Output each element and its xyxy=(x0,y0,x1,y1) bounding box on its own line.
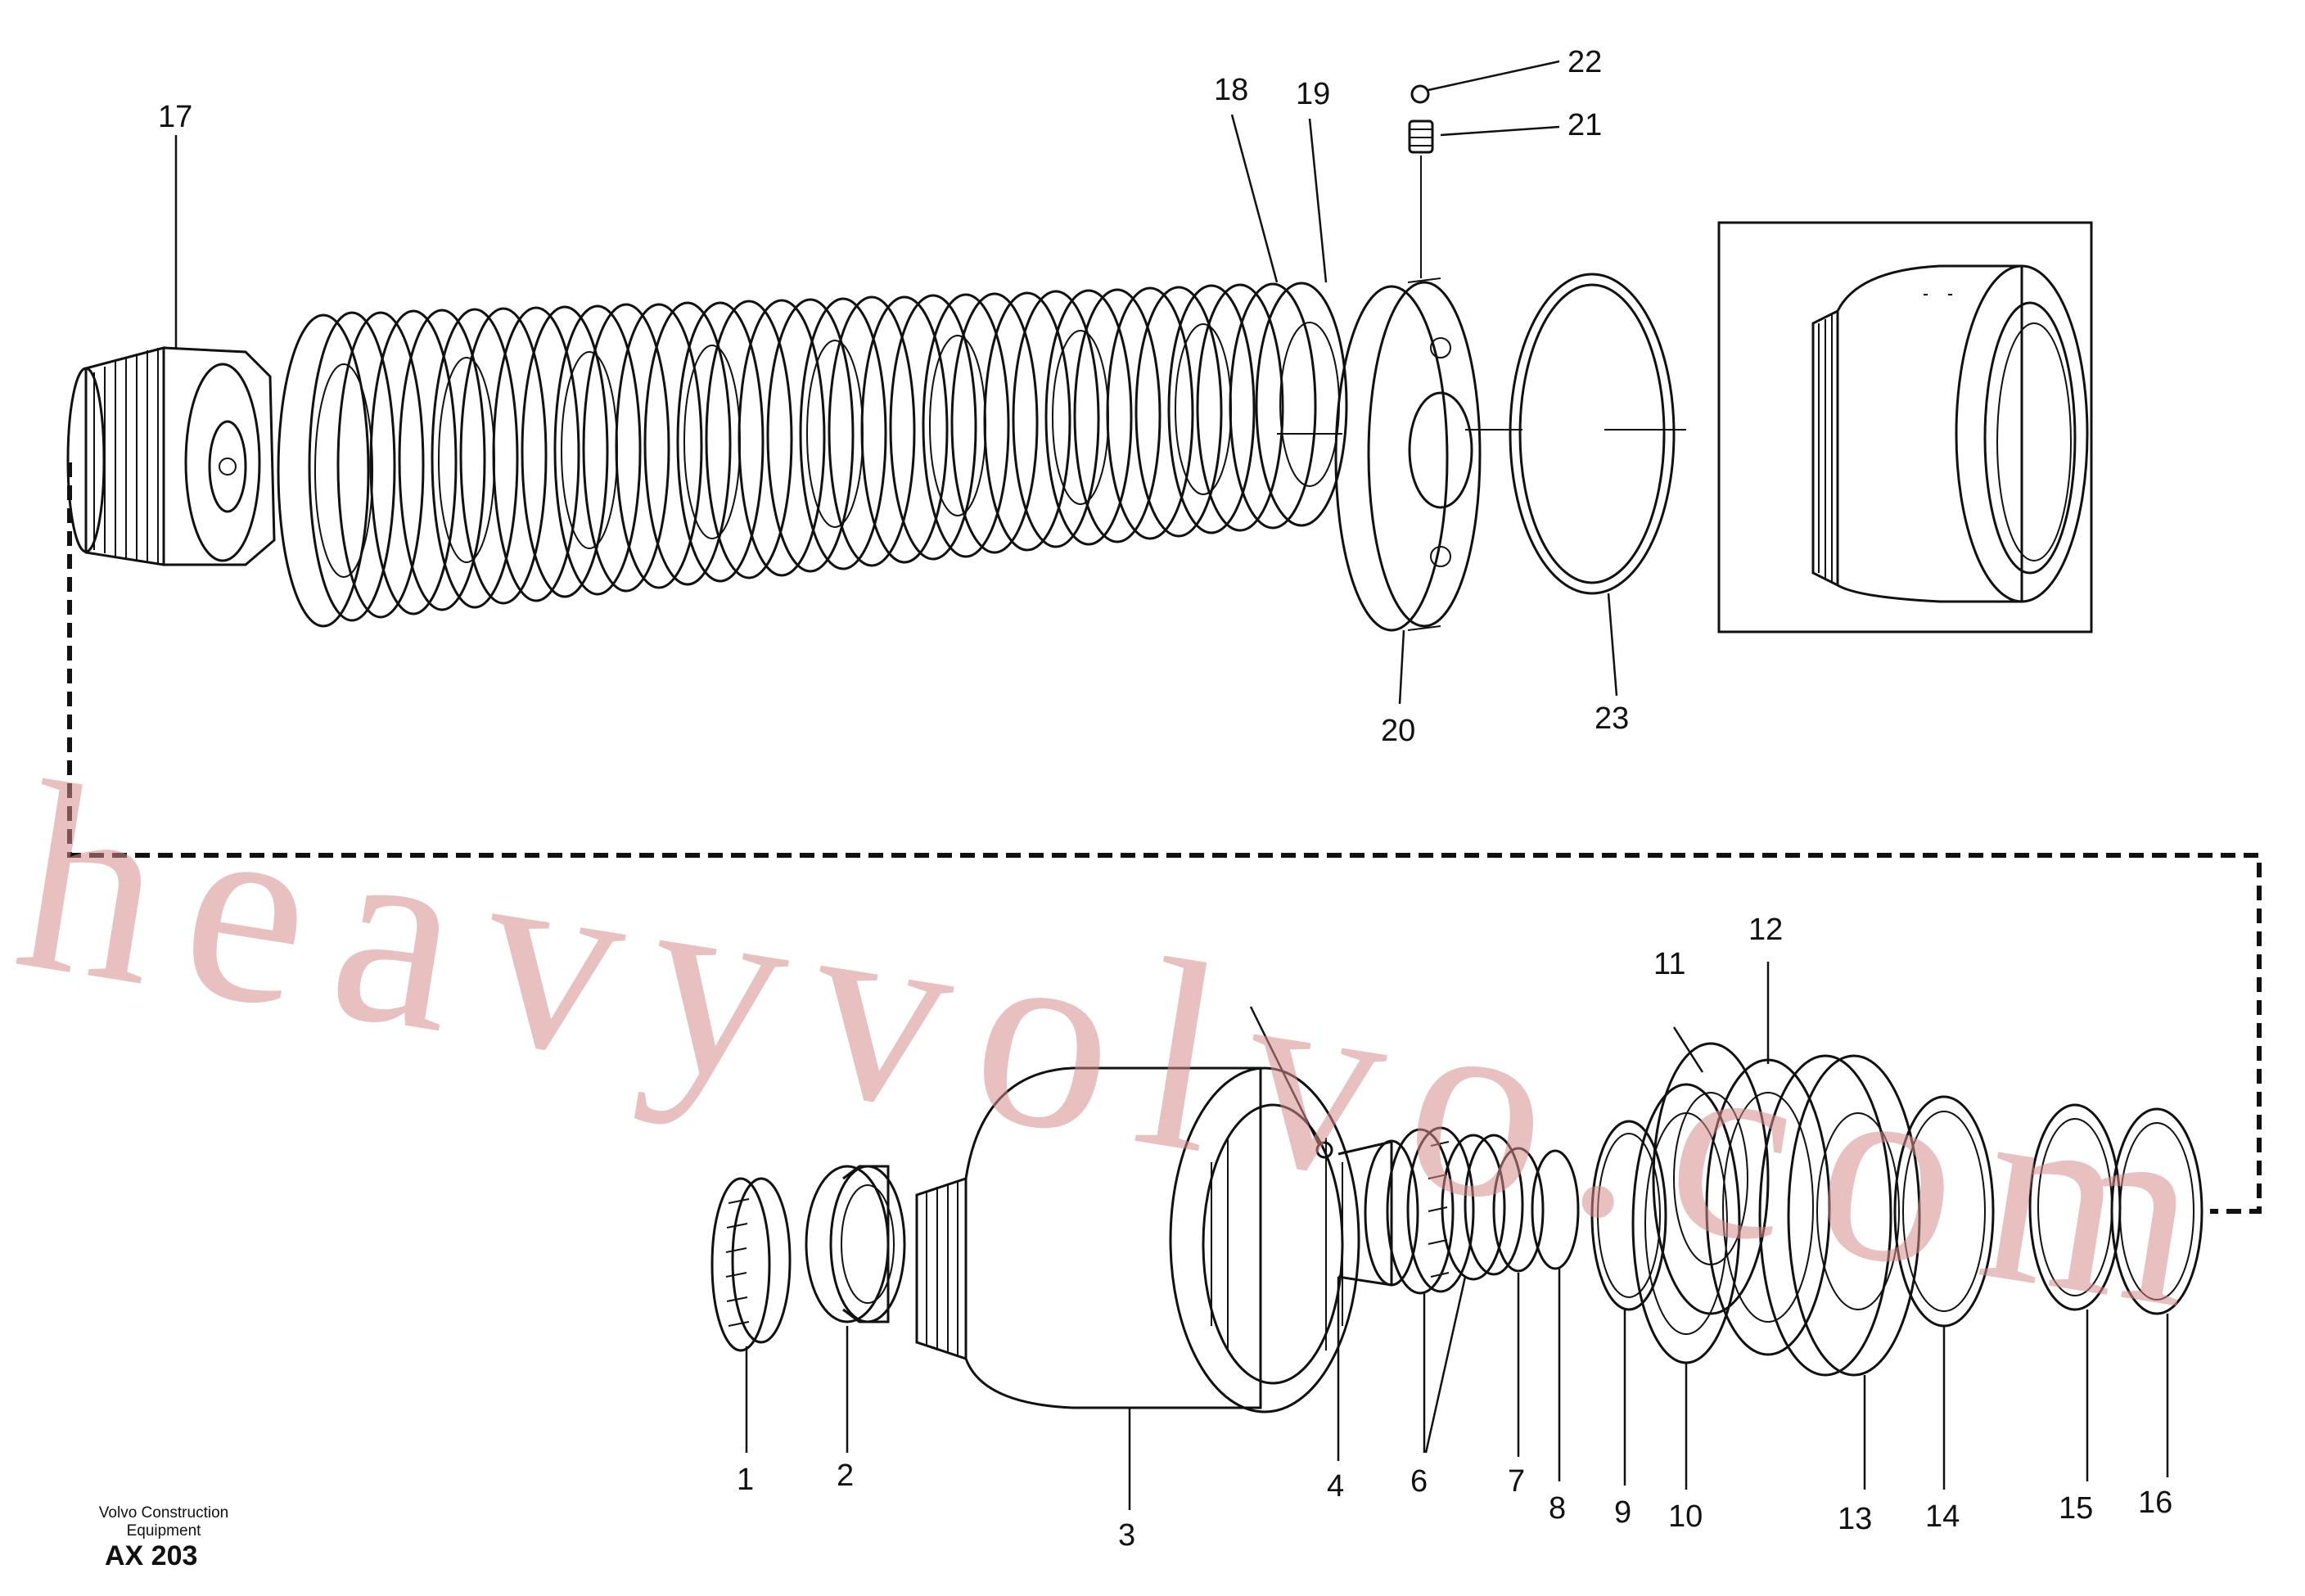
part-7-ring xyxy=(1492,1147,1545,1273)
part-2-race xyxy=(805,1165,906,1323)
callout-19: 19 xyxy=(1296,77,1330,111)
sleeve xyxy=(1337,1139,1419,1287)
part-20-pressure-plate xyxy=(1334,277,1522,632)
callout-21: 21 xyxy=(1567,108,1602,142)
callout-15: 15 xyxy=(2059,1491,2093,1526)
callout-7: 7 xyxy=(1508,1464,1525,1499)
part-11-ring xyxy=(1652,1042,1770,1315)
callout-18: 18 xyxy=(1214,73,1248,107)
callout-11: 11 xyxy=(1653,947,1685,981)
callout-3: 3 xyxy=(1118,1518,1135,1553)
callout-8: 8 xyxy=(1549,1491,1566,1526)
part-15-ring xyxy=(2028,1103,2122,1311)
callout-6: 6 xyxy=(1410,1464,1428,1499)
part-9-ring xyxy=(1590,1120,1667,1311)
part-21-screw xyxy=(1408,119,1434,278)
part-3-drum xyxy=(915,1066,1360,1413)
drawing-code: AX 203 xyxy=(105,1540,198,1571)
inset-assembled-drum xyxy=(1717,221,2093,633)
callout-labels: 17 18 19 22 21 20 23 1 2 3 4 6 7 8 9 10 … xyxy=(158,45,2172,1553)
footer-company-line1: Volvo Construction xyxy=(98,1504,229,1522)
callout-4: 4 xyxy=(1327,1469,1344,1504)
footer-company-line2: Equipment xyxy=(126,1522,201,1540)
part-1-bearing xyxy=(710,1177,792,1352)
callout-2: 2 xyxy=(837,1458,854,1493)
part-14-ring xyxy=(1893,1095,1995,1328)
leader-lines xyxy=(174,60,2169,1510)
part-22-ball xyxy=(1410,84,1430,104)
callout-13: 13 xyxy=(1838,1502,1872,1536)
part-13-piston xyxy=(1758,1054,1921,1377)
callout-17: 17 xyxy=(158,100,192,134)
part-6-bearings xyxy=(1386,1126,1524,1295)
footer-company: Volvo Construction Equipment xyxy=(74,1504,254,1540)
part-23-snap-ring xyxy=(1509,273,1686,595)
callout-9: 9 xyxy=(1614,1495,1631,1530)
part-8-ring xyxy=(1531,1149,1580,1270)
callout-23: 23 xyxy=(1595,701,1629,736)
clutch-plate-pack xyxy=(277,282,1348,628)
callout-12: 12 xyxy=(1748,913,1783,947)
assembly-connector-dashed xyxy=(67,462,2262,1214)
callout-14: 14 xyxy=(1925,1499,1960,1534)
callout-20: 20 xyxy=(1381,714,1415,748)
callout-22: 22 xyxy=(1567,45,1602,79)
callout-10: 10 xyxy=(1668,1499,1703,1534)
part-17-hub xyxy=(66,346,276,566)
callout-1: 1 xyxy=(737,1463,754,1497)
part-16-ring xyxy=(2110,1107,2204,1315)
callout-16: 16 xyxy=(2138,1486,2172,1520)
part-4-ball xyxy=(1315,1141,1333,1159)
